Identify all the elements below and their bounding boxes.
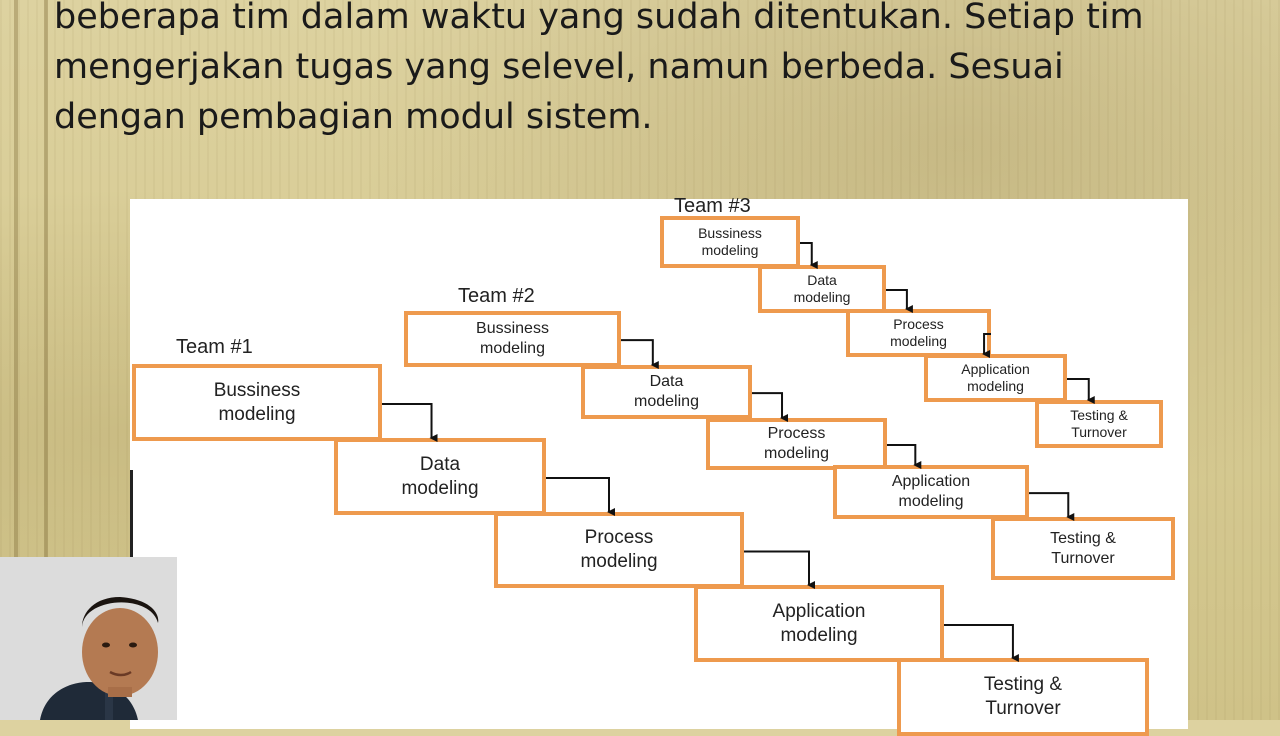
left-rule [130, 470, 133, 560]
flow-arrow [1067, 377, 1095, 404]
stage-label: Testing & [1050, 529, 1116, 547]
stage-label: modeling [580, 551, 658, 572]
stage-label: Application [772, 600, 866, 622]
stage-label: modeling [764, 445, 829, 462]
flow-arrow [621, 339, 659, 369]
stage-label: modeling [780, 624, 858, 646]
slide-body-text: beberapa tim dalam waktu yang sudah dite… [54, 0, 1254, 142]
body-text-line: beberapa tim dalam waktu yang sudah dite… [54, 0, 1144, 37]
body-text-line: mengerjakan tugas yang selevel, namun be… [54, 47, 1064, 87]
stage-label: modeling [480, 340, 545, 357]
arrow-layer [382, 242, 1095, 662]
stage-box: Application modeling [833, 465, 1029, 519]
stage-label: Process [584, 527, 654, 549]
stage-label: Process [893, 315, 944, 332]
stage-box: Testing & Turnover [991, 517, 1175, 580]
stage-label: modeling [793, 289, 851, 305]
stage-box: Data modeling [581, 365, 752, 419]
flow-arrow [887, 444, 922, 469]
stage-box: Testing &Turnover [897, 658, 1149, 736]
presenter-avatar [0, 557, 177, 720]
flow-arrow [886, 288, 913, 313]
stage-box: Testing &Turnover [1035, 400, 1163, 448]
stage-label: modeling [401, 477, 479, 499]
stage-label: Turnover [1051, 549, 1115, 567]
stage-label: Process [767, 425, 826, 442]
stage-label: Application [891, 473, 971, 490]
background-frame-line [44, 0, 48, 720]
stage-label: Bussiness [698, 224, 762, 241]
stage-box: Bussiness modeling [404, 311, 621, 367]
body-text-line: dengan pembagian modul sistem. [54, 97, 653, 137]
stage-label: Turnover [985, 698, 1061, 719]
team-label: Team #1 [176, 336, 253, 358]
stage-label: Testing & [1070, 406, 1128, 423]
flow-arrow [752, 392, 789, 422]
flow-arrow [944, 624, 1019, 662]
stage-label: Turnover [1071, 424, 1127, 440]
stage-label: modeling [634, 393, 699, 410]
stage-label: modeling [967, 378, 1024, 394]
stage-label: Data [807, 271, 837, 288]
flow-arrow [744, 550, 815, 589]
team-label: Team #2 [458, 285, 535, 307]
stage-label: Bussiness [476, 320, 549, 337]
stage-label: modeling [898, 493, 964, 510]
flow-arrow [1029, 492, 1075, 521]
stage-label: Data [649, 373, 684, 390]
flow-arrow [382, 403, 438, 442]
stage-label: modeling [701, 242, 759, 258]
stage-label: Testing & [983, 674, 1063, 696]
stage-label: modeling [890, 333, 947, 349]
stage-label: modeling [218, 403, 296, 425]
flow-arrow [800, 242, 818, 269]
stage-box: Process modeling [706, 418, 887, 470]
stage-label: Application [961, 360, 1030, 377]
presenter-webcam [0, 557, 177, 720]
stage-label: Bussiness [213, 379, 301, 401]
flow-arrow [546, 477, 615, 516]
background-frame-line [14, 0, 18, 720]
team-label: Team #3 [674, 195, 751, 217]
stage-label: Data [419, 453, 461, 475]
